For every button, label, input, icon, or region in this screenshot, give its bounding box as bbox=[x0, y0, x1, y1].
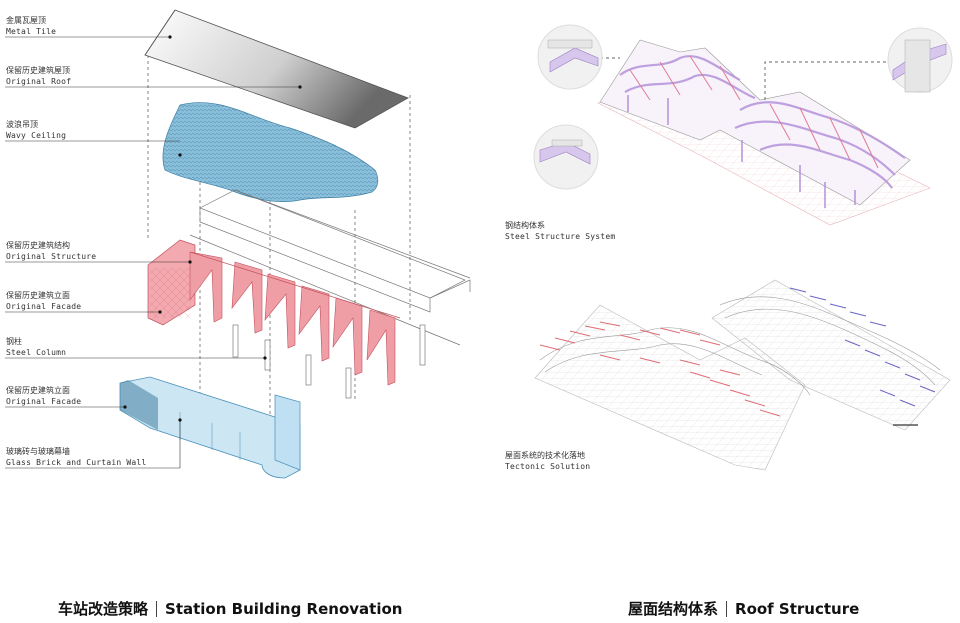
caption-right-cn: 屋面结构体系 bbox=[628, 600, 719, 618]
label-original-roof-en: Original Roof bbox=[6, 77, 72, 86]
label-wavy-ceiling: 波浪吊顶 Wavy Ceiling bbox=[6, 119, 66, 141]
label-metal-tile-cn: 金属瓦屋顶 bbox=[6, 16, 46, 25]
label-tectonic-solution: 屋面系统的技术化落地 Tectonic Solution bbox=[505, 450, 590, 472]
label-original-facade-1-cn: 保留历史建筑立面 bbox=[6, 291, 70, 300]
tectonic-solution-diagram bbox=[534, 279, 951, 471]
label-glass-brick-en: Glass Brick and Curtain Wall bbox=[6, 458, 147, 467]
original-roof-wireframe bbox=[189, 189, 471, 346]
detail-circle-left-top bbox=[537, 24, 603, 90]
label-original-structure-cn: 保留历史建筑结构 bbox=[6, 241, 70, 250]
label-metal-tile-en: Metal Tile bbox=[6, 27, 57, 36]
caption-right-en: Roof Structure bbox=[735, 600, 860, 618]
caption-left: 车站改造策略 Station Building Renovation bbox=[58, 598, 402, 619]
label-steel-structure-system-cn: 钢结构体系 bbox=[505, 221, 545, 230]
caption-left-cn: 车站改造策略 bbox=[58, 600, 149, 618]
caption-separator bbox=[726, 601, 728, 617]
label-wavy-ceiling-cn: 波浪吊顶 bbox=[6, 120, 38, 129]
steel-structure-diagram bbox=[533, 24, 953, 226]
label-glass-brick-cn: 玻璃砖与玻璃幕墙 bbox=[6, 447, 70, 456]
original-structure bbox=[147, 239, 401, 386]
label-original-facade-2: 保留历史建筑立面 Original Facade bbox=[6, 385, 81, 407]
label-steel-column: 钢柱 Steel Column bbox=[6, 336, 66, 358]
label-tectonic-solution-cn: 屋面系统的技术化落地 bbox=[505, 451, 585, 460]
label-steel-column-cn: 钢柱 bbox=[6, 337, 22, 346]
label-wavy-ceiling-en: Wavy Ceiling bbox=[6, 131, 67, 140]
label-original-facade-2-en: Original Facade bbox=[6, 397, 82, 406]
label-steel-structure-system: 钢结构体系 Steel Structure System bbox=[505, 220, 615, 242]
caption-right: 屋面结构体系 Roof Structure bbox=[628, 598, 859, 619]
label-original-facade-1: 保留历史建筑立面 Original Facade bbox=[6, 290, 81, 312]
caption-left-en: Station Building Renovation bbox=[165, 600, 403, 618]
label-original-facade-1-en: Original Facade bbox=[6, 302, 82, 311]
caption-separator bbox=[156, 601, 158, 617]
metal-tile-roof bbox=[144, 9, 409, 129]
steel-columns bbox=[232, 324, 426, 399]
detail-circle-right bbox=[887, 27, 953, 93]
label-original-roof: 保留历史建筑屋顶 Original Roof bbox=[6, 65, 71, 87]
label-original-roof-cn: 保留历史建筑屋顶 bbox=[6, 66, 70, 75]
exploded-axonometric bbox=[5, 9, 471, 479]
label-metal-tile: 金属瓦屋顶 Metal Tile bbox=[6, 15, 56, 37]
detail-circle-left-bottom bbox=[533, 124, 599, 190]
label-steel-column-en: Steel Column bbox=[6, 348, 67, 357]
wavy-ceiling bbox=[162, 102, 379, 203]
label-original-facade-2-cn: 保留历史建筑立面 bbox=[6, 386, 70, 395]
label-steel-structure-system-en: Steel Structure System bbox=[505, 232, 616, 241]
label-original-structure-en: Original Structure bbox=[6, 252, 97, 261]
label-glass-brick: 玻璃砖与玻璃幕墙 Glass Brick and Curtain Wall bbox=[6, 446, 146, 468]
label-original-structure: 保留历史建筑结构 Original Structure bbox=[6, 240, 96, 262]
glass-curtain-wall bbox=[119, 376, 301, 479]
label-tectonic-solution-en: Tectonic Solution bbox=[505, 462, 591, 471]
